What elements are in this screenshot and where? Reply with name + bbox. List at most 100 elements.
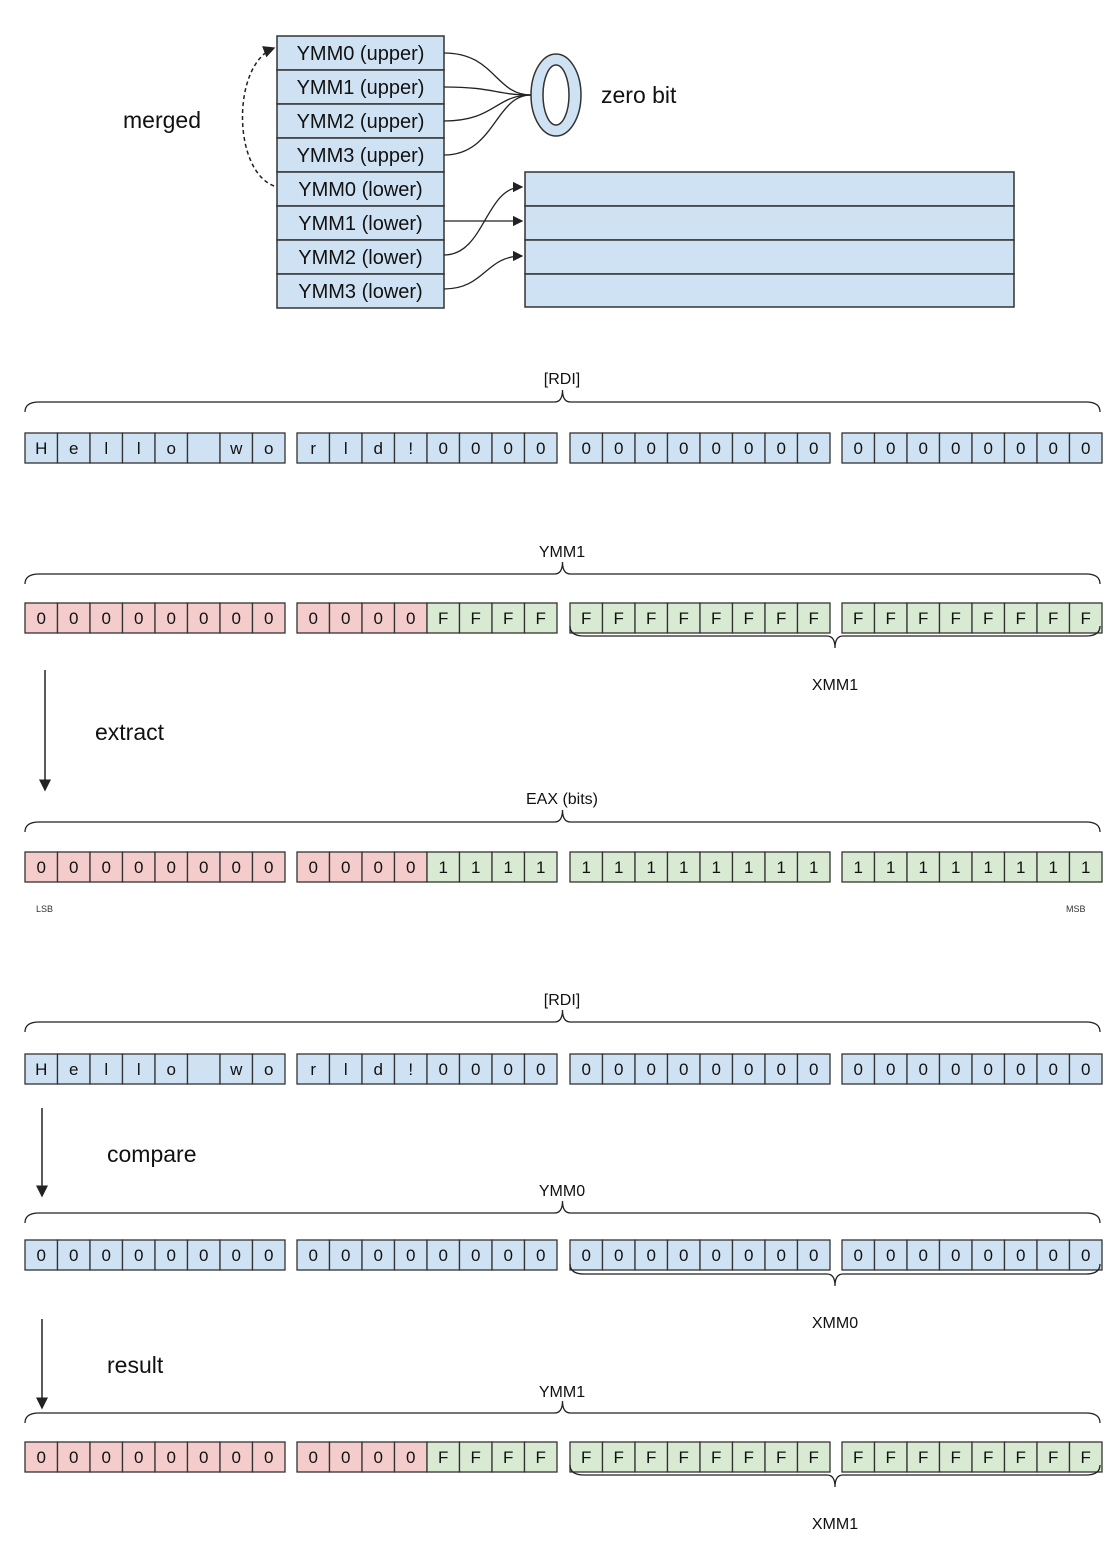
byte-value: F bbox=[711, 1448, 721, 1467]
byte-value: 0 bbox=[504, 439, 513, 458]
msb-label: MSB bbox=[1066, 904, 1086, 914]
register-label: YMM2 (upper) bbox=[297, 111, 425, 133]
byte-value: 0 bbox=[647, 439, 656, 458]
byte-value: F bbox=[886, 609, 896, 628]
byte-cell bbox=[121, 432, 156, 464]
byte-cell bbox=[1003, 432, 1038, 464]
byte-cell bbox=[458, 1239, 493, 1271]
byte-value: F bbox=[809, 1448, 819, 1467]
byte-value: 1 bbox=[582, 858, 591, 877]
byte-value: 0 bbox=[199, 1246, 208, 1265]
byte-cell bbox=[731, 851, 766, 883]
byte-cell bbox=[186, 851, 221, 883]
byte-cell bbox=[393, 1239, 428, 1271]
byte-value: H bbox=[35, 439, 47, 458]
brace bbox=[24, 561, 1101, 585]
byte-value: 0 bbox=[886, 1060, 895, 1079]
byte-cell bbox=[634, 602, 669, 634]
byte-value: 1 bbox=[951, 858, 960, 877]
byte-value: 0 bbox=[744, 439, 753, 458]
compare-step: compare bbox=[36, 1108, 196, 1198]
byte-value: 0 bbox=[69, 858, 78, 877]
byte-cell bbox=[458, 1441, 493, 1473]
byte-cell bbox=[569, 1441, 604, 1473]
byte-value: 0 bbox=[777, 1060, 786, 1079]
byte-cell bbox=[121, 851, 156, 883]
byte-value: F bbox=[536, 1448, 546, 1467]
byte-value: 1 bbox=[984, 858, 993, 877]
byte-cell bbox=[251, 432, 286, 464]
byte-value: w bbox=[229, 1060, 243, 1079]
byte-value: 0 bbox=[471, 439, 480, 458]
byte-value: l bbox=[344, 1060, 348, 1079]
byte-cell bbox=[393, 1441, 428, 1473]
byte-cell bbox=[154, 602, 189, 634]
byte-value: 0 bbox=[134, 609, 143, 628]
zero-bit-hole bbox=[542, 64, 570, 126]
byte-cell bbox=[601, 432, 636, 464]
byte-value: F bbox=[503, 609, 513, 628]
byte-value: F bbox=[581, 1448, 591, 1467]
byte-value: r bbox=[310, 439, 316, 458]
byte-value: 0 bbox=[37, 1448, 46, 1467]
byte-cell bbox=[89, 851, 124, 883]
brace-bottom-label: XMM0 bbox=[812, 1315, 858, 1332]
byte-value: 0 bbox=[69, 1448, 78, 1467]
register-label: YMM2 (lower) bbox=[298, 247, 422, 269]
register-label: YMM1 (lower) bbox=[298, 213, 422, 235]
byte-value: F bbox=[471, 609, 481, 628]
byte-value: 0 bbox=[37, 1246, 46, 1265]
byte-cell bbox=[1036, 851, 1071, 883]
byte-value: 0 bbox=[1049, 1060, 1058, 1079]
byte-value: 0 bbox=[471, 1246, 480, 1265]
byte-value: l bbox=[104, 1060, 108, 1079]
byte-cell bbox=[938, 432, 973, 464]
byte-cell bbox=[523, 851, 558, 883]
byte-value: 1 bbox=[1081, 858, 1090, 877]
byte-value: 0 bbox=[919, 1246, 928, 1265]
byte-value: 0 bbox=[951, 439, 960, 458]
byte-cell bbox=[906, 602, 941, 634]
byte-cell bbox=[219, 1441, 254, 1473]
byte-value: 0 bbox=[199, 858, 208, 877]
byte-value: 0 bbox=[341, 1448, 350, 1467]
byte-value: F bbox=[438, 609, 448, 628]
brace bbox=[24, 389, 1101, 413]
byte-value: 0 bbox=[69, 1246, 78, 1265]
byte-cell bbox=[764, 1239, 799, 1271]
byte-cell bbox=[1036, 1239, 1071, 1271]
byte-cell bbox=[841, 1053, 876, 1085]
byte-value: 0 bbox=[647, 1246, 656, 1265]
byte-cell bbox=[186, 1053, 221, 1085]
byte-cell bbox=[1003, 1239, 1038, 1271]
byte-value: F bbox=[438, 1448, 448, 1467]
byte-value: 0 bbox=[1081, 1060, 1090, 1079]
byte-cell bbox=[491, 602, 526, 634]
byte-cell bbox=[154, 432, 189, 464]
byte-cell bbox=[426, 602, 461, 634]
byte-value: 0 bbox=[984, 1060, 993, 1079]
byte-value: 0 bbox=[744, 1060, 753, 1079]
byte-cell bbox=[121, 602, 156, 634]
byte-cell bbox=[796, 432, 831, 464]
byte-cell bbox=[361, 1239, 396, 1271]
byte-value: 0 bbox=[504, 1246, 513, 1265]
byte-value: 0 bbox=[406, 858, 415, 877]
byte-cell bbox=[219, 1053, 254, 1085]
byte-cell bbox=[601, 1053, 636, 1085]
result-label: result bbox=[107, 1352, 164, 1378]
byte-cell bbox=[361, 1053, 396, 1085]
brace-top-label: YMM1 bbox=[539, 544, 585, 561]
byte-value: F bbox=[918, 1448, 928, 1467]
byte-cell bbox=[731, 1239, 766, 1271]
byte-cell bbox=[873, 1239, 908, 1271]
byte-cell bbox=[873, 602, 908, 634]
extract-step: extract bbox=[39, 670, 165, 792]
byte-cell bbox=[121, 1239, 156, 1271]
byte-cell bbox=[906, 1053, 941, 1085]
byte-value: H bbox=[35, 1060, 47, 1079]
byte-cell bbox=[666, 1441, 701, 1473]
byte-cell bbox=[1068, 1441, 1103, 1473]
